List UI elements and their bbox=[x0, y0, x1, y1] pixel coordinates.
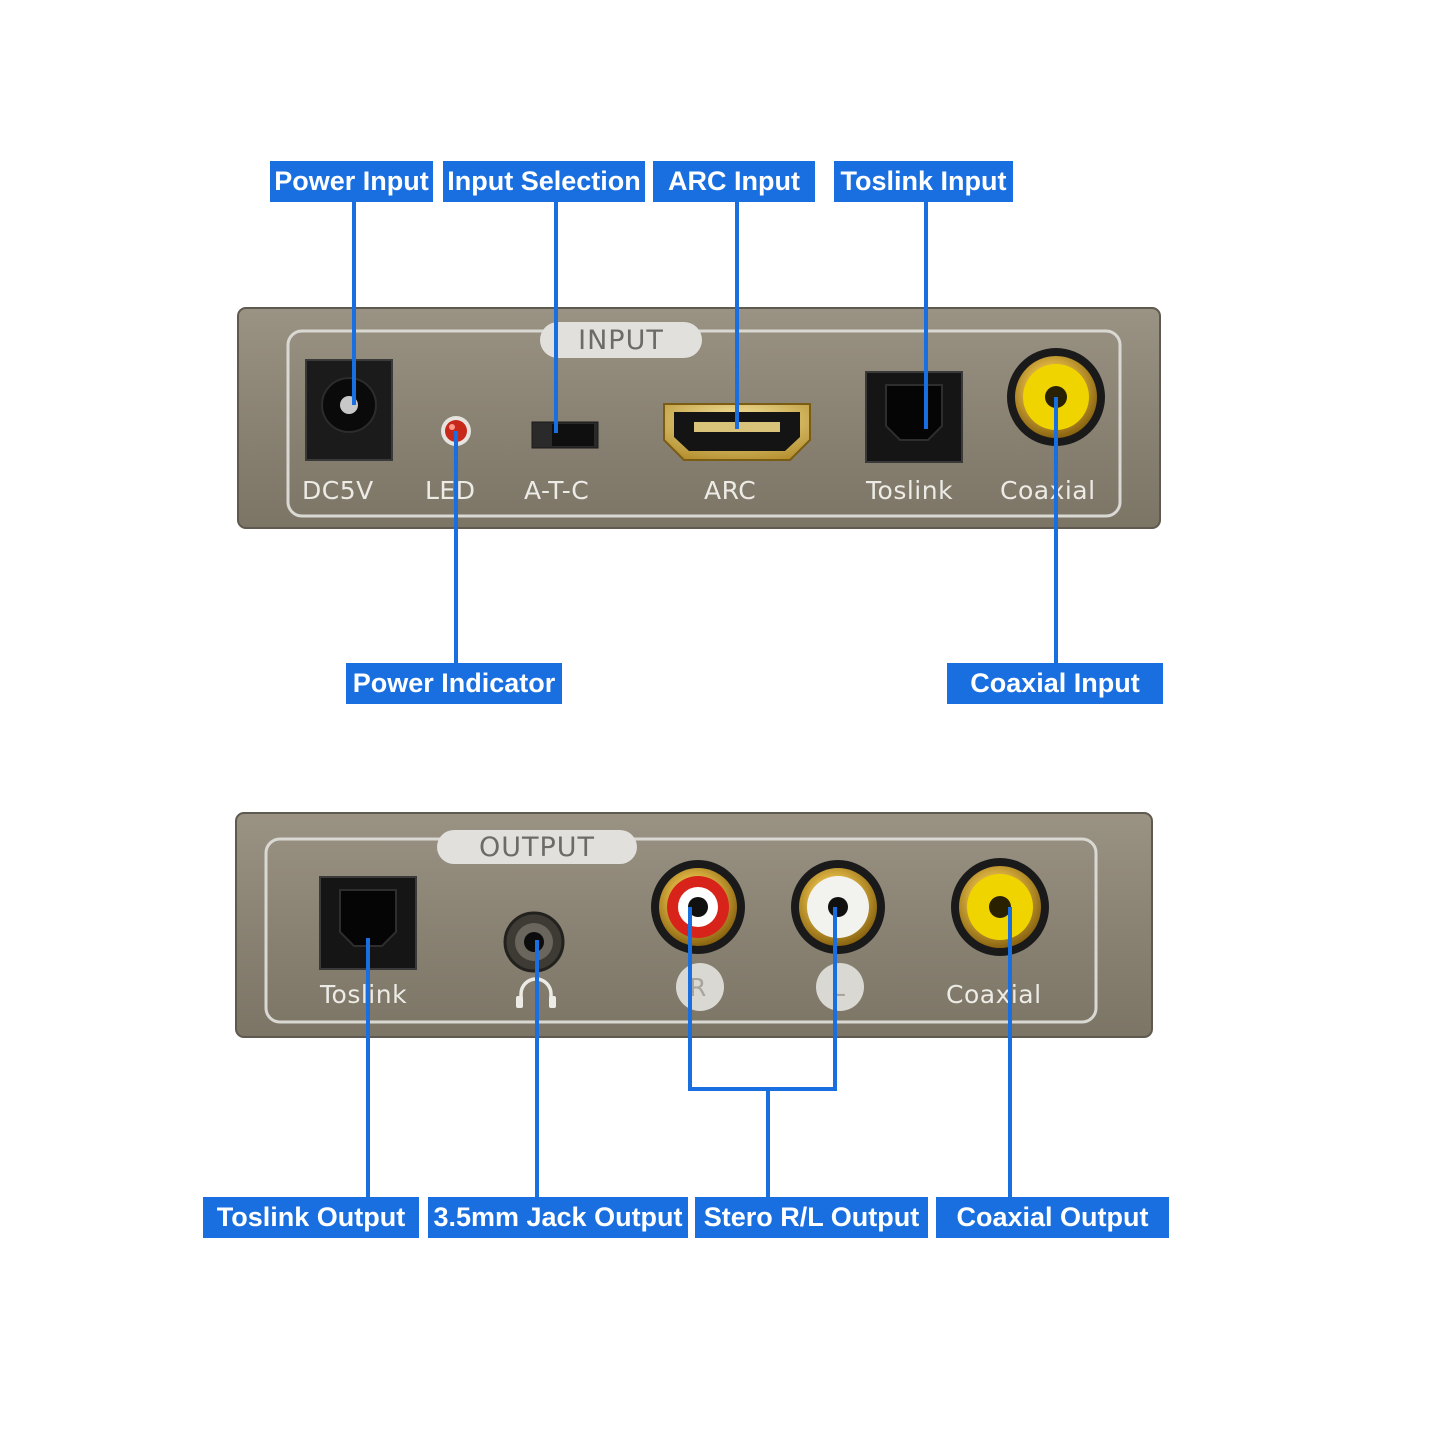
port-label-r: R bbox=[689, 973, 707, 1002]
leader-arc-input bbox=[735, 201, 739, 429]
leader-rca-r bbox=[688, 907, 692, 1090]
headphone-jack-port bbox=[503, 911, 565, 973]
callout-coaxial-output: Coaxial Output bbox=[936, 1197, 1169, 1238]
callout-stereo-output: Stero R/L Output bbox=[695, 1197, 928, 1238]
callout-arc-input: ARC Input bbox=[653, 161, 815, 202]
leader-jack-output bbox=[535, 940, 539, 1198]
port-label-coaxial-out: Coaxial bbox=[946, 980, 1042, 1009]
port-label-atc: A-T-C bbox=[524, 476, 590, 505]
callout-power-indicator: Power Indicator bbox=[346, 663, 562, 704]
port-label-arc: ARC bbox=[704, 476, 757, 505]
toslink-input-port bbox=[865, 371, 963, 463]
callout-coaxial-input: Coaxial Input bbox=[947, 663, 1163, 704]
leader-input-selection bbox=[554, 201, 558, 433]
leader-toslink-input bbox=[924, 201, 928, 429]
leader-power-indicator bbox=[454, 431, 458, 663]
callout-jack-output: 3.5mm Jack Output bbox=[428, 1197, 688, 1238]
l-badge bbox=[816, 963, 864, 1011]
leader-rca-l bbox=[833, 907, 837, 1090]
port-label-led: LED bbox=[425, 476, 476, 505]
leader-rca-join bbox=[688, 1087, 837, 1091]
coaxial-output-port bbox=[951, 858, 1049, 956]
leader-coaxial-input bbox=[1054, 397, 1058, 663]
leader-coaxial-output bbox=[1008, 907, 1012, 1198]
callout-toslink-output: Toslink Output bbox=[203, 1197, 419, 1238]
leader-power-input bbox=[352, 201, 356, 405]
port-label-coaxial-in: Coaxial bbox=[1000, 476, 1096, 505]
rca-left-port bbox=[791, 860, 885, 954]
input-panel-title: INPUT bbox=[540, 322, 702, 358]
port-label-dc5v: DC5V bbox=[302, 476, 374, 505]
port-label-toslink-in: Toslink bbox=[866, 476, 954, 505]
toslink-output-port bbox=[319, 876, 417, 970]
leader-toslink-output bbox=[366, 938, 370, 1198]
callout-toslink-input: Toslink Input bbox=[834, 161, 1013, 202]
dc-power-jack bbox=[305, 359, 393, 461]
input-selector-switch bbox=[531, 421, 599, 449]
rca-right-port bbox=[651, 860, 745, 954]
callout-input-selection: Input Selection bbox=[443, 161, 645, 202]
leader-stereo-output bbox=[766, 1089, 770, 1198]
output-panel bbox=[235, 812, 1153, 1038]
port-label-toslink-out: Toslink bbox=[320, 980, 408, 1009]
output-panel-title: OUTPUT bbox=[437, 830, 637, 864]
callout-power-input: Power Input bbox=[270, 161, 433, 202]
